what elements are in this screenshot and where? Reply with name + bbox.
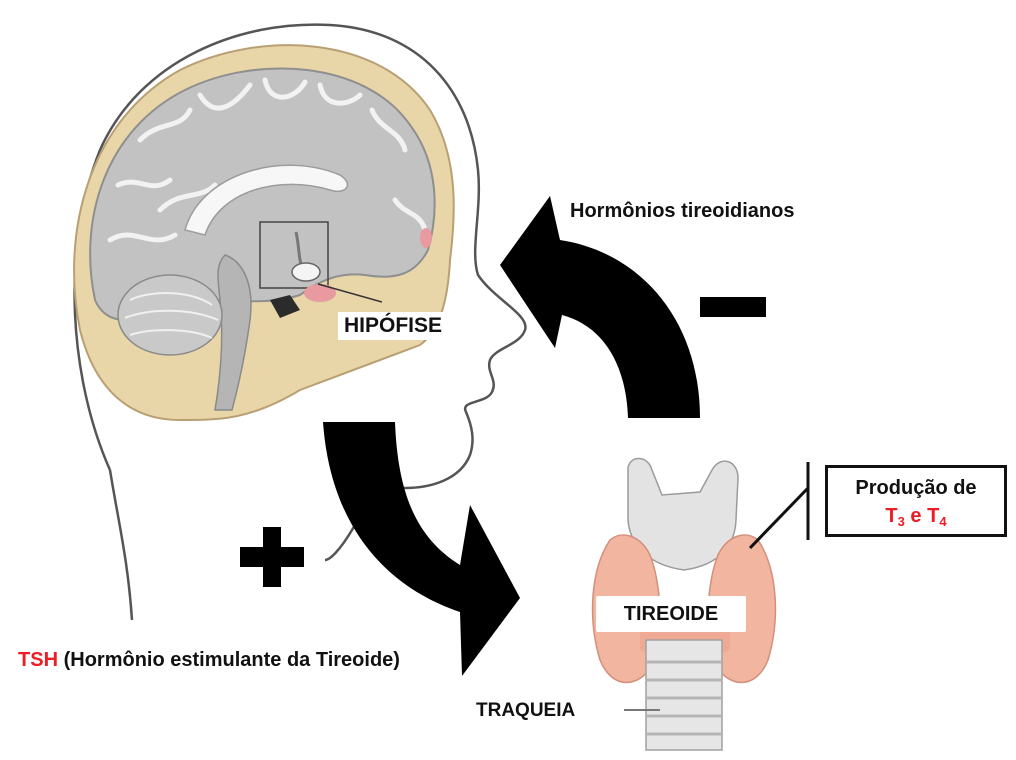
t3-subscript: 3 [898, 514, 905, 529]
tsh-abbreviation: TSH [18, 649, 58, 671]
hipofise-label: HIPÓFISE [338, 312, 448, 340]
producao-and: e [905, 505, 927, 527]
sinus-pink [304, 284, 336, 302]
producao-line1: Produção de [828, 474, 1004, 502]
positive-arrow [323, 422, 520, 676]
pituitary-gland [292, 263, 320, 281]
trachea [646, 640, 722, 750]
producao-connector [750, 488, 808, 548]
traqueia-label: TRAQUEIA [476, 700, 575, 722]
t3-letter: T [885, 505, 897, 527]
hormonios-tireoidianos-label: Hormônios tireoidianos [570, 200, 794, 223]
tireoide-label: TIREOIDE [596, 596, 746, 632]
neck-back-outline [110, 470, 132, 620]
t4-subscript: 4 [939, 514, 946, 529]
negative-arrow [500, 196, 700, 418]
producao-line2: T3 e T4 [828, 502, 1004, 536]
plus-sign [240, 527, 304, 587]
t4-letter: T [927, 505, 939, 527]
tsh-description: (Hormônio estimulante da Tireoide) [58, 649, 400, 671]
producao-t3-t4-box: Produção de T3 e T4 [825, 465, 1007, 537]
tsh-label: TSH (Hormônio estimulante da Tireoide) [14, 646, 404, 674]
minus-sign [700, 297, 766, 317]
frontal-sinus-pink [420, 228, 432, 248]
